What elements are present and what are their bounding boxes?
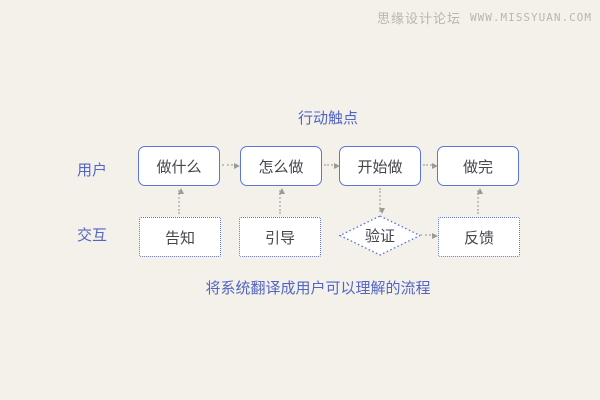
- watermark-url: WWW.MISSYUAN.COM: [470, 11, 592, 24]
- arrow-up-icon: [476, 188, 483, 214]
- arrow-right-icon: [324, 163, 340, 169]
- watermark: 思缘设计论坛 WWW.MISSYUAN.COM: [377, 8, 592, 27]
- node-start-doing: 开始做: [339, 146, 421, 186]
- node-done: 做完: [437, 146, 519, 186]
- row-label-interaction: 交互: [76, 226, 107, 244]
- node-what-to-do: 做什么: [138, 146, 220, 186]
- node-verify-diamond: 验证: [338, 215, 422, 256]
- arrow-down-icon: [378, 188, 385, 214]
- watermark-site-name: 思缘设计论坛: [377, 12, 462, 27]
- diagram-title: 行动触点: [297, 109, 358, 127]
- node-inform: 告知: [139, 217, 221, 257]
- node-verify-label: 验证: [364, 227, 395, 245]
- node-feedback: 反馈: [438, 217, 520, 257]
- diamond-shape: [338, 215, 422, 256]
- arrow-right-icon: [420, 233, 438, 239]
- arrow-up-icon: [278, 188, 285, 214]
- arrow-right-icon: [222, 163, 240, 169]
- node-how-to-do: 怎么做: [240, 146, 322, 186]
- arrow-right-icon: [423, 163, 438, 169]
- node-guide: 引导: [239, 217, 321, 257]
- row-label-user: 用户: [76, 161, 107, 179]
- diagram-caption: 将系统翻译成用户可以理解的流程: [205, 279, 431, 297]
- arrow-up-icon: [177, 188, 184, 214]
